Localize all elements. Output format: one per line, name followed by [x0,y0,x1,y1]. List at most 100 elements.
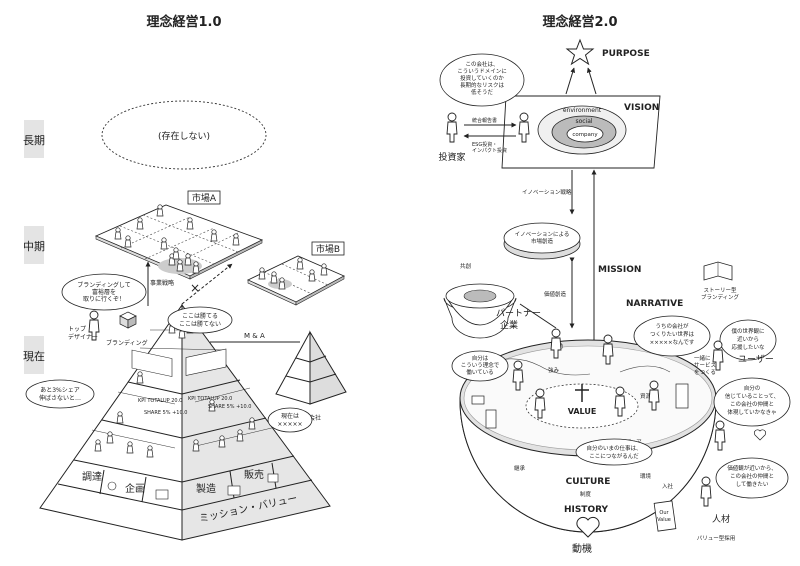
esg-label: ESG投資・ [472,141,497,148]
story-branding-label: ストーリー型 [703,286,737,294]
bubble-investor: この会社は、 こういうドメインに 投資していくのか 長期的なリスクは 低そうだ [439,53,525,107]
narrative-label: NARRATIVE [626,299,683,309]
svg-text:して働きたい: して働きたい [736,480,769,488]
svg-text:つくりたい世界は: つくりたい世界は [650,330,695,338]
sales-label: 販売 [244,468,264,481]
svg-text:富裕層を: 富裕層を [92,288,116,296]
inheritance-label: 継承 [514,464,526,472]
svg-text:こういう理念で: こういう理念で [461,361,500,369]
talent-person [700,476,712,507]
system-label: 制度 [580,490,592,498]
culture-sphere [459,339,717,533]
motivation-label: 動機 [572,542,592,555]
market-b-tag [311,241,345,256]
long-term-label: 長期 [23,134,45,147]
bubble-user1: 僕の世界観に 近いから 応援したいな [719,319,777,361]
svg-text:伸ばさないと…: 伸ばさないと… [39,394,81,402]
svg-text:×××××なんです: ×××××なんです [650,339,695,346]
value-label: VALUE [568,407,597,416]
present-box [24,336,44,374]
svg-text:自分のいまの仕事は、: 自分のいまの仕事は、 [586,444,641,452]
svg-text:をつくる: をつくる [694,369,716,376]
bubble-user2: 自分の 信じていることって、 この会社の仲間と 体現していかなきゃ [713,377,791,427]
svg-text:ブランディング: ブランディング [701,293,740,301]
user-person-2 [714,420,726,451]
cup-icon [107,481,117,491]
svg-text:この会社の仲間と: この会社の仲間と [730,472,774,480]
time-axis: 長期 中期 現在 [23,120,45,374]
social-label: social [575,118,592,125]
our-value-card: Our Value [653,500,677,532]
mission-label: MISSION [598,265,641,275]
shop-icon [267,473,279,483]
svg-text:ここは勝てない: ここは勝てない [179,320,221,328]
svg-text:あと3%シェア: あと3%シェア [40,387,80,394]
share-panel-1: SHARE 5% +10.0 [144,410,187,416]
innovation-disk [503,222,581,254]
svg-text:現在は: 現在は [281,412,299,420]
mna-label: M & A [244,332,265,340]
svg-text:こういうドメインに: こういうドメインに [457,68,507,75]
kpi-panel-1: KPI TOTALUP 20.0 [138,398,182,404]
mid-term-label: 中期 [23,240,45,253]
bubble-now: 現在は ××××× [267,407,313,433]
bubble-serve: 一緒に サービス をつくる [694,354,716,376]
top-designer-label-2: デザイナー [68,333,98,341]
market-b-board [246,255,346,306]
partner-label: パートナー [496,308,541,319]
kpi-panel-2: KPI TOTALUP 20.0 [188,396,232,402]
bubble-company: うちの会社が つくりたい世界は ×××××なんです [633,315,711,357]
culture-label: CULTURE [566,477,611,487]
svg-text:近いから: 近いから [737,335,759,343]
small-heart-icon [754,429,766,441]
svg-text:この会社は、: この会社は、 [465,60,498,68]
arrow-to-purpose-left [565,67,576,95]
left-diagram: 理念経営1.0 長期 中期 現在 (存在しない) [23,14,347,541]
subsidiary-pyramid [275,330,347,405]
svg-text:サービス: サービス [694,361,716,369]
right-title: 理念経営2.0 [542,14,617,30]
partner-label-2: 企業 [500,319,518,331]
value-center: VALUE [568,384,597,416]
strength-label: 強み [548,366,560,374]
svg-text:市場創造: 市場創造 [531,237,554,245]
long-term-box [24,120,44,158]
svg-text:体現していかなきゃ: 体現していかなきゃ [727,408,776,416]
share-panel-2: SHARE 5% +10.0 [208,404,251,410]
bubble-here: ここは勝てる ここは勝てない [167,306,233,334]
market-a-board [94,204,264,280]
svg-text:×××××: ××××× [277,421,302,428]
svg-text:ブランディングして: ブランディングして [77,281,130,289]
heart-icon [576,516,600,538]
environment-jp-label: 環境 [640,472,652,480]
svg-text:投資していくのか: 投資していくのか [460,74,504,82]
svg-text:価値観が近いから、: 価値観が近いから、 [727,464,777,472]
svg-text:うちの会社が: うちの会社が [655,322,689,330]
svg-text:働いている: 働いている [466,368,493,376]
svg-text:この会社の仲間と: この会社の仲間と [730,400,774,408]
present-label: 現在 [23,350,45,363]
svg-text:自分は: 自分は [472,354,489,362]
mid-term-box [24,226,44,264]
market-a-tag [187,190,221,205]
branding-label: ブランディング [106,339,148,347]
planning-label: 企画 [125,482,145,495]
svg-text:自分の: 自分の [744,384,761,392]
svg-text:ここは勝てる: ここは勝てる [182,312,218,320]
long-term-ellipse [101,100,267,170]
company-label: company [572,132,598,138]
resources-label: 資源 [640,392,652,400]
partner-link [519,303,557,329]
partner-bowl [443,283,517,339]
value-creation-label: 価値創造 [544,290,567,298]
market-a-label: 市場A [192,192,217,204]
investor-label: 投資家 [438,151,465,163]
svg-text:取りに行くぞ！: 取りに行くぞ！ [83,295,125,303]
bubble-self: 自分は こういう理念で 働いている [451,350,509,382]
not-exist-label: (存在しない) [158,130,210,142]
svg-text:僕の世界観に: 僕の世界観に [731,327,764,335]
bubble-share: あと3%シェア 伸ばさないと… [25,379,95,409]
story-book-icon [703,261,733,281]
cocreation-label: 共創 [460,262,471,270]
